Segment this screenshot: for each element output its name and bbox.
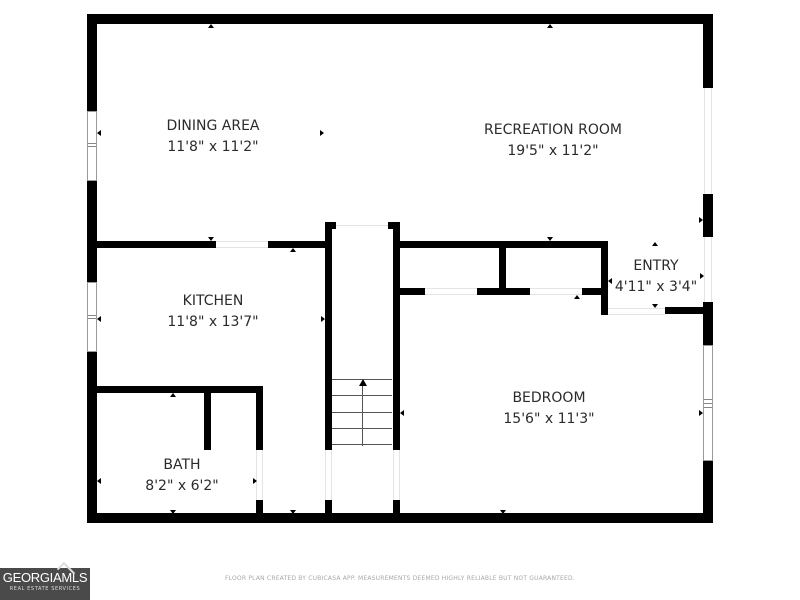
- stair-direction-line: [362, 384, 363, 446]
- measure-marker-icon: [97, 130, 101, 136]
- wall-closet-bottom-1: [400, 288, 425, 295]
- wall-rec-closet-top: [400, 241, 608, 248]
- room-label-recreation-room: RECREATION ROOM 19'5" x 11'2": [484, 120, 622, 162]
- window-mullion: [88, 143, 96, 144]
- stair-top-opening: [336, 225, 388, 228]
- room-label-bedroom: BEDROOM 15'6" x 11'3": [503, 388, 594, 430]
- measure-marker-icon: [700, 273, 704, 279]
- measure-marker-icon: [547, 24, 553, 28]
- window-mullion: [88, 315, 96, 316]
- closet-door-2: [530, 288, 582, 295]
- measure-marker-icon: [208, 24, 214, 28]
- disclaimer-text: FLOOR PLAN CREATED BY CUBICASA APP. MEAS…: [225, 575, 575, 582]
- room-name: RECREATION ROOM: [484, 122, 622, 138]
- room-name: ENTRY: [633, 258, 679, 274]
- room-dimensions: 15'6" x 11'3": [503, 411, 595, 427]
- stair-wall-right-bottom: [393, 500, 400, 513]
- wall-dining-kitchen-left: [97, 241, 216, 248]
- room-name: BEDROOM: [512, 390, 586, 406]
- window-mullion: [88, 318, 96, 319]
- opening-dining-kitchen: [216, 241, 268, 248]
- window-mullion: [704, 407, 712, 408]
- window-mullion: [88, 146, 96, 147]
- window-mullion: [704, 403, 712, 404]
- measure-marker-icon: [290, 248, 296, 252]
- room-dimensions: 11'8" x 13'7": [167, 314, 259, 330]
- measure-marker-icon: [652, 304, 658, 308]
- outer-wall-right-mid: [703, 194, 713, 237]
- stair-wall-left-bottom: [325, 500, 332, 513]
- room-label-dining-area: DINING AREA 11'8" x 11'2": [166, 116, 259, 158]
- room-dimensions: 4'11" x 3'4": [614, 279, 698, 295]
- measure-marker-icon: [699, 410, 703, 416]
- wall-bath-inner: [204, 393, 211, 450]
- closet-door-1: [425, 288, 477, 295]
- right-opening-entry-door: [704, 237, 712, 302]
- window-kitchen-left: [87, 282, 97, 352]
- wall-closet-bottom-3: [582, 288, 608, 295]
- room-dimensions: 19'5" x 11'2": [507, 143, 599, 159]
- outer-wall-right-upper: [703, 14, 713, 88]
- stair-wall-right: [393, 222, 400, 450]
- georgia-mls-logo: GEORGIAMLS REAL ESTATE SERVICES: [0, 561, 90, 600]
- wall-entry-bottom: [665, 307, 707, 314]
- wall-bath-right-upper: [256, 386, 263, 450]
- measure-marker-icon: [170, 510, 176, 514]
- wall-bath-top: [97, 386, 262, 393]
- measure-marker-icon: [321, 316, 325, 322]
- measure-marker-icon: [608, 278, 612, 284]
- room-label-bath: BATH 8'2" x 6'2": [145, 455, 218, 497]
- wall-closet-divider: [499, 248, 506, 295]
- room-name: DINING AREA: [166, 118, 260, 134]
- measure-marker-icon: [170, 393, 176, 397]
- measure-marker-icon: [320, 130, 324, 136]
- measure-marker-icon: [652, 242, 658, 246]
- stair-lower-opening-left: [325, 450, 332, 500]
- measure-marker-icon: [208, 237, 214, 241]
- room-label-kitchen: KITCHEN 11'8" x 13'7": [167, 291, 258, 333]
- stair-direction-arrow-icon: [359, 379, 367, 386]
- bedroom-left-opening: [393, 450, 400, 500]
- outer-wall-bottom: [87, 513, 713, 523]
- room-dimensions: 11'8" x 11'2": [167, 139, 259, 155]
- room-label-entry: ENTRY 4'11" x 3'4": [615, 256, 697, 298]
- measure-marker-icon: [574, 295, 580, 299]
- measure-marker-icon: [400, 410, 404, 416]
- window-mullion: [704, 399, 712, 400]
- bath-door-opening: [256, 450, 263, 500]
- stair-wall-left: [325, 222, 332, 450]
- wall-entry-left: [601, 241, 608, 315]
- right-opening-upper: [704, 88, 712, 194]
- measure-marker-icon: [290, 510, 296, 514]
- logo-main-text: GEORGIAMLS: [2, 570, 88, 585]
- wall-closet-bottom-2: [477, 288, 530, 295]
- room-name: BATH: [163, 457, 201, 473]
- floor-plan: DINING AREA 11'8" x 11'2" RECREATION ROO…: [87, 14, 713, 523]
- measure-marker-icon: [97, 316, 101, 322]
- measure-marker-icon: [547, 237, 553, 241]
- measure-marker-icon: [253, 478, 257, 484]
- measure-marker-icon: [500, 510, 506, 514]
- wall-dining-kitchen-right: [268, 241, 326, 248]
- outer-wall-top: [87, 14, 713, 24]
- measure-marker-icon: [97, 478, 101, 484]
- room-dimensions: 8'2" x 6'2": [145, 478, 219, 494]
- wall-bath-right-lower: [256, 500, 263, 513]
- measure-marker-icon: [699, 217, 703, 223]
- logo-sub-text: REAL ESTATE SERVICES: [9, 586, 81, 592]
- entry-opening-bottom: [608, 308, 665, 315]
- room-name: KITCHEN: [182, 293, 244, 309]
- outer-wall-left: [87, 14, 97, 523]
